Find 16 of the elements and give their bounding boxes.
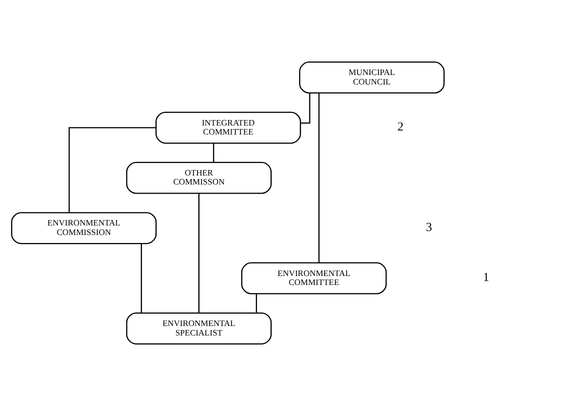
node-box: ENVIRONMENTAL SPECIALIST bbox=[126, 312, 272, 344]
connector bbox=[300, 93, 310, 124]
connector bbox=[140, 244, 142, 313]
node-box: ENVIRONMENTAL COMMISSION bbox=[11, 212, 157, 244]
node-box: INTEGRATED COMMITTEE bbox=[155, 112, 302, 144]
label: 2 bbox=[397, 120, 404, 134]
node-box: MUNICIPAL COUNCIL bbox=[299, 62, 445, 94]
connector bbox=[213, 143, 214, 162]
connector bbox=[68, 127, 156, 213]
connector bbox=[198, 193, 200, 313]
connector bbox=[318, 93, 320, 263]
node-box: ENVIRONMENTAL COMMITTEE bbox=[241, 262, 387, 294]
node-box: OTHER COMMISSON bbox=[126, 162, 272, 194]
connector bbox=[256, 294, 257, 313]
label: 1 bbox=[483, 270, 490, 284]
label: 3 bbox=[426, 220, 432, 234]
